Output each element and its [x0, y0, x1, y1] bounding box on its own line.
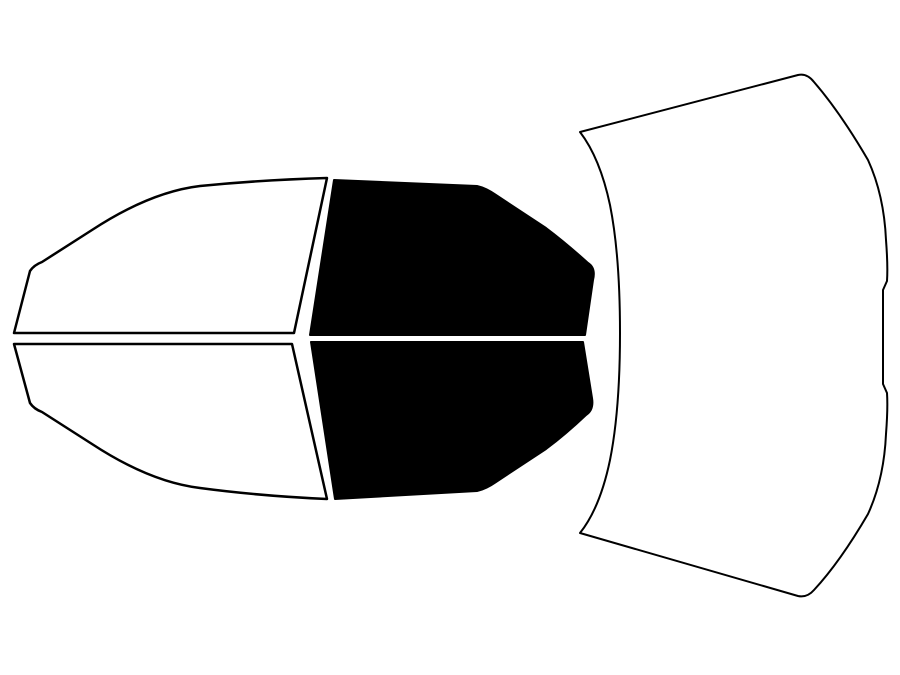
rear-right-window	[12, 342, 329, 501]
front-left-window	[309, 179, 595, 336]
windshield	[579, 73, 889, 598]
front-right-window	[310, 341, 594, 500]
rear-left-window	[12, 176, 329, 335]
